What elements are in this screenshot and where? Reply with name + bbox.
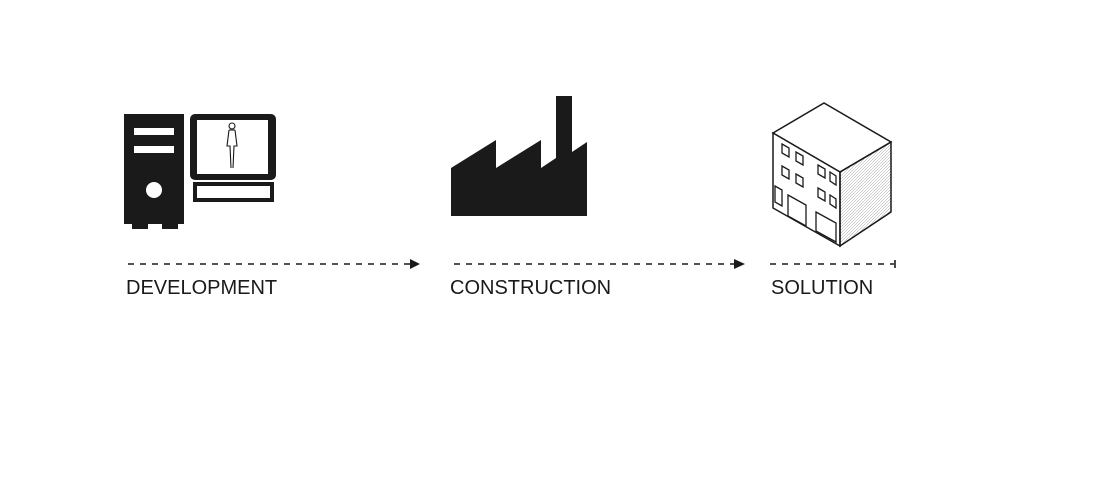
- flow-arrow: [454, 259, 745, 269]
- flow-arrow: [128, 259, 420, 269]
- flow-line-end: [770, 260, 896, 268]
- stage-label-solution: SOLUTION: [771, 277, 874, 299]
- building-icon: [771, 102, 893, 248]
- stage-label-development: DEVELOPMENT: [126, 277, 278, 299]
- stage-label-construction: CONSTRUCTION: [450, 277, 612, 299]
- computer-icon: [124, 114, 276, 229]
- factory-icon: [451, 96, 587, 216]
